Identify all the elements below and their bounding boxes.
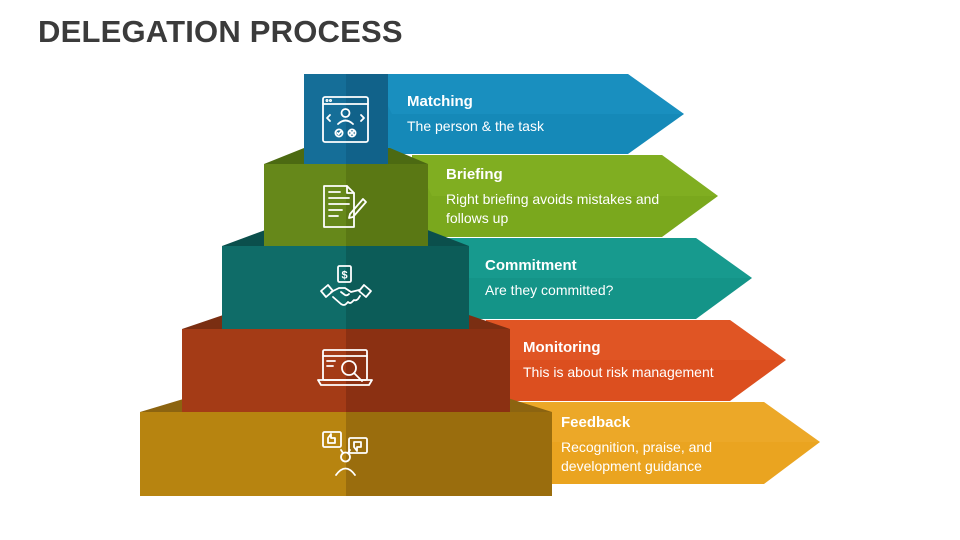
laptop-magnifier-icon [317, 349, 373, 386]
handshake-dollar-icon: $ [320, 265, 372, 306]
svg-text:$: $ [341, 270, 347, 282]
arrow-banner-commitment [446, 238, 752, 319]
pyramid-tier-matching [304, 74, 388, 164]
page-title: DELEGATION PROCESS [38, 14, 403, 49]
step-description-matching: The person & the task [407, 118, 544, 134]
step-heading-briefing: Briefing [446, 166, 503, 183]
step-heading-commitment: Commitment [485, 257, 577, 274]
pyramid-tier-briefing [264, 148, 428, 246]
arrow-banner-matching [372, 74, 684, 154]
step-matching: Matching The person & the task [407, 93, 647, 136]
arrow-banner-monitoring [486, 320, 786, 401]
step-feedback: Feedback Recognition, praise, and develo… [561, 414, 761, 476]
profile-window-icon [322, 96, 369, 143]
step-description-feedback: Recognition, praise, and development gui… [561, 439, 712, 474]
step-description-briefing: Right briefing avoids mistakes and follo… [446, 191, 660, 226]
arrow-banner-briefing [412, 155, 718, 237]
step-monitoring: Monitoring This is about risk management [523, 339, 743, 382]
document-pen-icon [323, 185, 367, 228]
step-description-monitoring: This is about risk management [523, 364, 714, 380]
feedback-person-icon [322, 431, 368, 476]
arrow-banner-feedback [520, 402, 820, 484]
step-briefing: Briefing Right briefing avoids mistakes … [446, 166, 661, 228]
step-description-commitment: Are they committed? [485, 282, 614, 298]
step-heading-feedback: Feedback [561, 414, 631, 431]
step-heading-matching: Matching [407, 93, 473, 110]
step-commitment: Commitment Are they committed? [485, 257, 700, 300]
step-heading-monitoring: Monitoring [523, 339, 601, 356]
